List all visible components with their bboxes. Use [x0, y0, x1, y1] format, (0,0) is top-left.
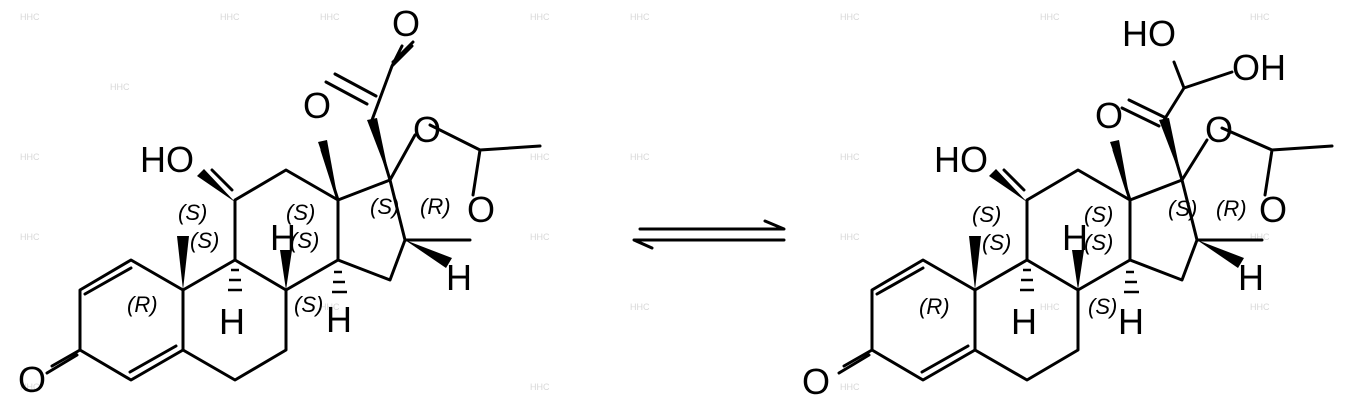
stereo-label: (S)	[286, 200, 315, 225]
left-wedge-h16	[405, 240, 452, 268]
stereo-label: (S)	[1084, 230, 1113, 255]
atom-label-hydroxyl: HO	[934, 139, 988, 180]
left-wedge-h8	[280, 250, 292, 290]
atom-label-oxygen: O	[1259, 189, 1287, 230]
stereo-label: (S)	[1088, 294, 1117, 319]
watermark-text: HHC	[320, 302, 340, 312]
right-molecule: HO OH O O O HO O H H H H (S) (S) (S) (S)…	[802, 13, 1334, 402]
watermark-text: HHC	[530, 12, 550, 22]
watermark-text: HHC	[20, 232, 40, 242]
watermark-text: HHC	[1040, 12, 1060, 22]
watermark-text: HHC	[110, 82, 130, 92]
watermark-text: HHC	[530, 382, 550, 392]
watermark-text: HHC	[220, 12, 240, 22]
watermark-text: HHC	[1250, 12, 1270, 22]
right-wedge-oh	[989, 169, 1027, 202]
watermark-text: HHC	[840, 232, 860, 242]
watermark-text: HHC	[630, 152, 650, 162]
watermark-text: HHC	[1250, 302, 1270, 312]
forward-arrow	[638, 219, 786, 231]
stereo-label: (S)	[178, 200, 207, 225]
stereo-label: (S)	[190, 228, 219, 253]
atom-label-oxygen: O	[392, 3, 420, 44]
watermark-text: HHC	[20, 152, 40, 162]
stereo-label: (R)	[919, 294, 950, 319]
atom-label-hydrogen: H	[1118, 301, 1144, 342]
watermark-text: HHC	[630, 302, 650, 312]
watermark-text: HHC	[530, 232, 550, 242]
right-hash-h14	[1124, 270, 1139, 294]
watermark-layer: HHC HHC HHC HHC HHC HHC HHC HHC HHC HHC …	[20, 12, 1270, 392]
left-wedge-oh	[197, 169, 235, 202]
atom-label-hydrogen: H	[326, 299, 352, 340]
watermark-text: HHC	[840, 12, 860, 22]
atom-label-hydrogen: H	[1238, 257, 1264, 298]
stereo-label: (S)	[294, 292, 323, 317]
atom-label-hydroxyl: HO	[1122, 13, 1176, 54]
watermark-text: HHC	[840, 382, 860, 392]
atom-label-hydrogen: H	[219, 301, 245, 342]
stereo-label: (R)	[1216, 196, 1247, 221]
atom-label-hydroxyl: HO	[140, 139, 194, 180]
stereo-label: (S)	[290, 228, 319, 253]
watermark-text: HHC	[320, 12, 340, 22]
right-wedge-me10	[969, 236, 981, 290]
watermark-text: HHC	[1250, 232, 1270, 242]
watermark-text: HHC	[840, 152, 860, 162]
stereo-label: (S)	[1168, 196, 1197, 221]
watermark-text: HHC	[20, 382, 40, 392]
stereo-label: (S)	[982, 230, 1011, 255]
atom-label-hydrogen: H	[446, 257, 472, 298]
atom-label-oxygen: O	[1205, 109, 1233, 150]
atom-label-hydrogen: H	[1062, 217, 1088, 258]
stereo-label: (S)	[1084, 202, 1113, 227]
equilibrium-arrow	[632, 219, 786, 250]
atom-label-oxygen: O	[18, 359, 46, 400]
stereo-label: (R)	[127, 292, 158, 317]
atom-label-oxygen: O	[413, 109, 441, 150]
left-molecule: O O O O HO O H H H H (S) (S) (S) (S) (S)…	[18, 3, 542, 400]
watermark-text: HHC	[630, 12, 650, 22]
left-hash-h14	[332, 270, 347, 294]
atom-label-hydrogen: H	[1011, 301, 1037, 342]
right-hash-h9	[1020, 268, 1034, 292]
stereo-label: (S)	[972, 202, 1001, 227]
atom-label-oxygen: O	[802, 361, 830, 402]
right-wedge-c20	[1159, 118, 1182, 180]
left-hash-h9	[228, 268, 242, 292]
watermark-text: HHC	[530, 152, 550, 162]
stereo-label: (R)	[420, 194, 451, 219]
reverse-arrow	[632, 238, 786, 250]
atom-label-hydrogen: H	[270, 217, 296, 258]
atom-label-oxygen: O	[467, 189, 495, 230]
right-wedge-h8	[1072, 250, 1084, 290]
atom-label-hydroxyl: OH	[1232, 47, 1286, 88]
watermark-text: HHC	[20, 12, 40, 22]
left-wedge-me10	[177, 236, 189, 290]
atom-label-oxygen: O	[1095, 95, 1123, 136]
watermark-text: HHC	[1040, 302, 1060, 312]
left-wedge-me13	[318, 140, 338, 200]
right-wedge-me13	[1110, 140, 1130, 200]
stereo-label: (S)	[370, 194, 399, 219]
left-wedge-c20	[367, 118, 390, 180]
right-wedge-h16	[1197, 240, 1244, 268]
atom-label-oxygen: O	[303, 85, 331, 126]
